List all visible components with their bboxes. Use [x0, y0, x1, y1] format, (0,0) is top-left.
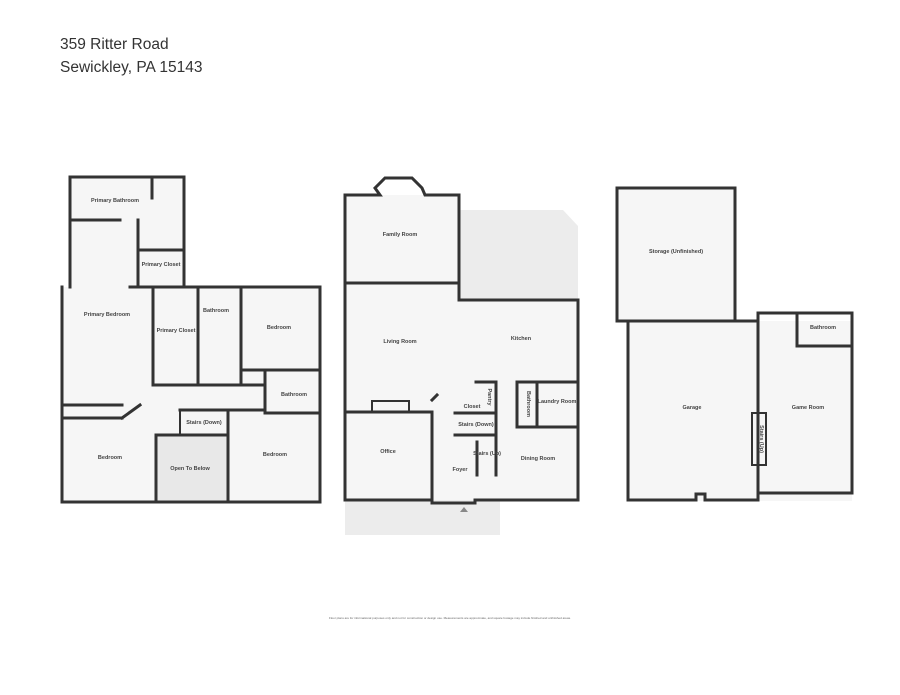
lower-floor-plan: Storage (Unfinished) Bathroom Garage Gam… — [615, 186, 854, 502]
room-label: Game Room — [792, 405, 825, 411]
main-floor-plan: Family Room Living Room Kitchen Closet P… — [343, 176, 580, 535]
room-label: Laundry Room — [538, 399, 577, 405]
disclaimer: Floor plans are for informational purpos… — [329, 616, 571, 620]
room-label: Storage (Unfinished) — [649, 249, 703, 255]
room-label: Family Room — [383, 232, 418, 238]
room-label: Dining Room — [521, 456, 555, 462]
room-label: Bedroom — [263, 452, 287, 458]
room-label: Primary Closet — [157, 328, 196, 334]
room-label: Primary Bathroom — [91, 198, 139, 204]
room-label: Bathroom — [810, 325, 836, 331]
room-label: Primary Bedroom — [84, 312, 130, 318]
room-label: Closet — [464, 404, 481, 410]
room-label: Bedroom — [267, 325, 291, 331]
room-label: Foyer — [453, 467, 469, 473]
room-label: Bathroom — [281, 392, 307, 398]
room-label: Stairs (Down) — [458, 422, 494, 428]
room-label: Stairs (Down) — [186, 420, 222, 426]
room-label: Bathroom — [203, 308, 229, 314]
room-label: Stairs (Up) — [473, 451, 501, 457]
room-label: Bathroom — [525, 391, 531, 417]
room-label: Office — [380, 449, 396, 455]
upper-floor-plan: Primary Bathroom Primary Closet Primary … — [60, 175, 322, 504]
room-label: Pantry — [486, 388, 492, 406]
room-label: Bedroom — [98, 455, 122, 461]
room-label: Garage — [683, 405, 702, 411]
room-label: Open To Below — [170, 466, 210, 472]
room-label: Primary Closet — [142, 262, 181, 268]
room-label: Living Room — [383, 339, 416, 345]
address-line-2: Sewickley, PA 15143 — [60, 59, 203, 76]
room-label: Stairs (Up) — [758, 425, 764, 453]
room-label: Kitchen — [511, 336, 532, 342]
address-line-1: 359 Ritter Road — [60, 36, 169, 53]
